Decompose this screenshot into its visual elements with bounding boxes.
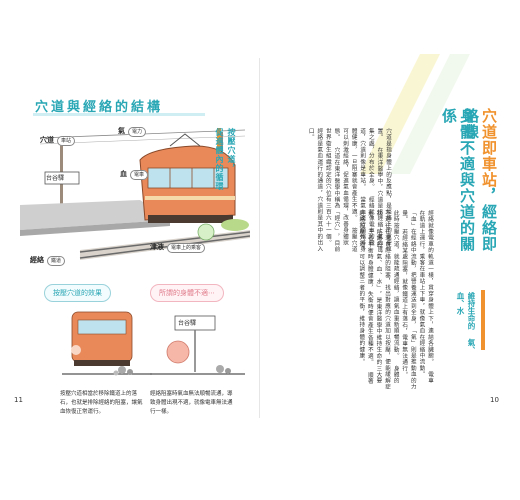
- page-number-left: 11: [14, 396, 23, 404]
- body-col-7: 經絡是氣血運行的通道，穴道則是其中的出入口。: [307, 128, 323, 252]
- caption-right: 經絡阻塞時氣血無法順暢流通，導致身體出現不適，就像電車無法通行一樣。: [150, 391, 233, 415]
- body-col-6: 穴道在東洋醫學中稱為「經穴」，目前世界衛生組織認定的穴位有三百六十一個。: [324, 128, 340, 253]
- page-divider: [259, 58, 260, 418]
- body-col-1: 穴道是指身體上的反應點，是經絡上的重要位置。: [376, 128, 391, 252]
- label-jinfen-main: 津液: [150, 243, 164, 251]
- stuck-passenger-illustration: [150, 315, 245, 375]
- title-line2: 身體不適與穴道的關係: [440, 108, 476, 252]
- subhead-2: 促進體內的循環: [215, 128, 224, 191]
- subhead-1: 按壓穴道，: [227, 128, 236, 173]
- sidebar-title-line1: 維持生命的: [467, 292, 476, 330]
- callout-acupressure-effect: 按壓穴道的效果: [44, 284, 111, 302]
- body-col-r6: 身體的不適往往來自經絡的阻塞，找出對應的穴道加以按壓，便能緩解症狀。: [375, 210, 399, 390]
- sidebar-accent-bar: [481, 290, 485, 350]
- label-jinfen-sub: 電車上的乘客: [167, 243, 206, 253]
- title-orange: 穴道即車站: [480, 108, 498, 188]
- body-col-5: 按壓穴道可以刺激經絡，促進氣血循環，改善身體狀態。: [333, 128, 357, 253]
- decorative-stripes: [360, 54, 470, 174]
- sidebar-title: 維持生命的 氣、血、水: [455, 292, 477, 362]
- label-xuedao: 穴道車站: [40, 136, 76, 146]
- body-col-r2: 電車在軌道上運行，乘客在車站上下車，就像氣血在經絡中流動。: [418, 210, 433, 385]
- train-with-rocks-illustration: [62, 311, 152, 376]
- page-title-right-line1: 穴道即車站，經絡即路線: [462, 108, 498, 258]
- callout-body-discomfort: 所謂的身體不適⋯: [150, 284, 224, 302]
- body-text-block-1: 穴道是指身體上的反應點，是經絡上的重要位置。 在東洋醫學中，穴道是指經絡上氣血匯…: [272, 128, 392, 258]
- body-col-r4: 若經絡某處阻塞，就像鐵道上有落石，電車無法通行。: [401, 229, 408, 378]
- sidebar-title-line2: 氣、血、水: [456, 292, 476, 354]
- body-col-r1: 經絡就像電車的軌道一樣，貫穿身體上下，連結各臟腑。: [427, 210, 433, 365]
- label-jinfen: 津液電車上的乘客: [150, 243, 206, 253]
- page-title-left: 穴道與經絡的結構: [35, 100, 164, 115]
- label-qi-sub: 電力: [128, 127, 147, 137]
- label-xuedao-sub: 車站: [57, 136, 76, 146]
- title-underline: [33, 113, 205, 116]
- label-xuedao-main: 穴道: [40, 136, 54, 144]
- body-col-2: 在東洋醫學中，穴道是指經絡上氣血匯集之處，分布於全身。: [367, 128, 383, 253]
- page-number-right: 10: [490, 396, 499, 404]
- label-qi: 氣電力: [118, 127, 147, 137]
- station-sign-2: 台谷驛: [178, 318, 196, 327]
- train-illustration: [20, 129, 250, 260]
- body-col-3: 經絡就像電車的鐵道，穴道則像是車站。: [359, 128, 374, 247]
- body-col-r7: 所謂的「氣、血、水」，是東洋醫學中維持生命的三大要素。: [366, 210, 382, 385]
- body-text-block-2: 經絡就像電車的軌道一樣，貫穿身體上下，連結各臟腑。 電車在軌道上運行，乘客在車站…: [274, 210, 434, 390]
- caption-left: 按壓穴道相當於移除鐵道上的落石，也就是排除經絡的阻塞，讓氣血恢復正常運行。: [60, 391, 143, 415]
- station-sign-text: 台谷驛: [46, 175, 65, 182]
- body-col-r3: 「血」在經絡中流動，把營養運送到全身，「氣」則是推動血的力量。: [401, 210, 416, 390]
- label-jingluo: 經絡鐵道: [30, 256, 66, 266]
- label-jingluo-sub: 鐵道: [47, 256, 66, 266]
- body-col-r8: 三者平衡時身體健康，失衡時便會產生各種不適。: [366, 229, 373, 366]
- label-jingluo-main: 經絡: [30, 256, 44, 264]
- title-teal: ，經絡即路線: [462, 108, 498, 252]
- station-sign-1: 台谷驛: [46, 173, 64, 182]
- body-col-r9: 順著經絡按壓穴道，可以調整三者的平衡，維持身體的健康。: [358, 210, 373, 385]
- body-col-4: 當氣血運行順暢時身體健康，一旦阻塞就會產生不適。: [350, 128, 366, 253]
- label-xue-main: 血: [120, 170, 127, 178]
- station-sign-2-text: 台谷驛: [178, 320, 197, 327]
- body-col-r5: 此時按壓穴道，就能疏通經絡，讓氣血重新順暢流動。: [392, 210, 399, 359]
- label-qi-main: 氣: [118, 127, 125, 135]
- subhead-accent-bar: [217, 128, 221, 152]
- page-title-right-line2: 身體不適與穴道的關係: [440, 108, 476, 258]
- label-xue: 血電車: [120, 170, 149, 180]
- label-xue-sub: 電車: [130, 170, 149, 180]
